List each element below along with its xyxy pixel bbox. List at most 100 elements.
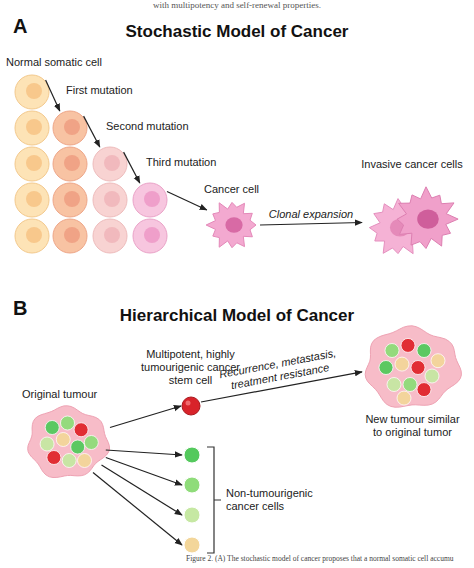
- arrow-connector: [167, 192, 207, 211]
- node-shape: [93, 147, 127, 181]
- mutated-cell: [133, 219, 167, 253]
- non-tumourigenic-cell: [184, 477, 200, 493]
- non-tumourigenic-cell: [184, 537, 200, 553]
- arrow-connector: [106, 450, 182, 455]
- cell-nucleus: [26, 83, 42, 99]
- cell-body: [93, 147, 127, 181]
- tumour-cell: [74, 423, 88, 437]
- cut-caption-text: with multipotency and self-renewal prope…: [0, 0, 474, 11]
- tumour-cell: [411, 361, 425, 375]
- node-text: New tumour similar to original tumor: [360, 413, 465, 439]
- cancer-cell-body: [397, 187, 458, 249]
- arrow-connector: [110, 406, 181, 428]
- node-text: Non-tumourigenic cancer cells: [226, 487, 326, 513]
- cell-nucleus: [64, 119, 80, 135]
- mutated-cell: [93, 219, 127, 253]
- node-text: First mutation: [66, 84, 133, 97]
- cancer-cell-node: Cancer cell: [204, 200, 260, 250]
- cancer-cell-body: [206, 202, 256, 247]
- non-tumourigenic-cell: [184, 447, 200, 463]
- cancer-cell-nucleus: [417, 210, 439, 229]
- panel-title: Stochastic Model of Cancer: [0, 22, 474, 42]
- tumour-cell: [45, 421, 59, 435]
- normal-cell: [15, 147, 49, 181]
- node-shape: [15, 75, 49, 109]
- arrow-connector: [84, 116, 100, 147]
- stem-cell: [182, 397, 200, 415]
- stem-cell-node: Multipotent, highly tumourigenic cancer …: [181, 396, 201, 416]
- node-shape: [53, 111, 87, 145]
- tumour-cell: [40, 437, 54, 451]
- cell-group-node: Non-tumourigenic cancer cells: [182, 445, 202, 555]
- arrow-connector: [46, 80, 60, 111]
- tumour-cell: [78, 454, 92, 468]
- tumour-cell: [425, 369, 439, 383]
- non-tumourigenic-cell: [184, 507, 200, 523]
- tumour-cell: [61, 416, 75, 430]
- invasive-cells-node: Invasive cancer cells: [362, 180, 462, 265]
- cell-body: [53, 111, 87, 145]
- cell-node: Third mutation: [133, 183, 167, 217]
- cell-highlight: [186, 401, 191, 406]
- arrow-connector: [93, 473, 182, 546]
- cell-body: [133, 183, 167, 217]
- node-shape: [133, 183, 167, 217]
- mutated-cell: [53, 219, 87, 253]
- edge-label: Clonal expansion: [251, 208, 371, 221]
- node-text: Normal somatic cell: [6, 56, 102, 69]
- node-text: Cancer cell: [204, 183, 259, 196]
- tumour-cell: [401, 338, 415, 352]
- cell-nucleus: [144, 191, 160, 207]
- cell-body: [15, 75, 49, 109]
- node-text: Invasive cancer cells: [352, 158, 472, 171]
- node-text: Second mutation: [106, 120, 189, 133]
- tumour-cell: [387, 378, 401, 392]
- node-shape: [182, 445, 202, 555]
- cell-node: Normal somatic cell: [15, 75, 49, 109]
- tumour-cell: [417, 344, 431, 358]
- tumour-cell: [431, 354, 445, 368]
- node-shape: [181, 396, 201, 416]
- tumour-cell: [379, 361, 393, 375]
- tumour-mass: [28, 406, 110, 478]
- node-shape: [362, 180, 462, 265]
- node-text: Third mutation: [146, 156, 216, 169]
- tumour-mass: [365, 326, 461, 407]
- tumour-cell: [417, 383, 431, 397]
- node-shape: [362, 325, 462, 410]
- tumour-node: New tumour similar to original tumor: [362, 325, 462, 410]
- normal-cell: [15, 183, 49, 217]
- arrow-connector: [106, 458, 182, 486]
- mutated-cell: [53, 183, 87, 217]
- arrow-connector: [102, 465, 183, 515]
- bracket: [207, 447, 221, 553]
- mutated-cell: [93, 183, 127, 217]
- node-text: Original tumour: [22, 388, 97, 401]
- tumour-cell: [385, 344, 399, 358]
- tumour-cell: [403, 378, 417, 392]
- panel-letter: B: [13, 296, 27, 320]
- tumour-cell: [397, 391, 411, 405]
- edge-label: Recurrence, metastasis, treatment resist…: [212, 345, 345, 394]
- node-shape: [25, 405, 110, 480]
- figure-caption: Figure 2. (A) The stochastic model of ca…: [186, 554, 453, 563]
- tumour-cell: [395, 357, 409, 371]
- arrow-connector: [260, 223, 362, 226]
- cell-node: Second mutation: [93, 147, 127, 181]
- tumour-cell: [62, 454, 76, 468]
- node-shape: [204, 200, 260, 250]
- cell-node: First mutation: [53, 111, 87, 145]
- normal-cell: [15, 111, 49, 145]
- tumour-cell: [84, 436, 98, 450]
- arrow-connector: [201, 372, 362, 402]
- cancer-cell-nucleus: [225, 217, 242, 232]
- tumour-node: Original tumour: [25, 405, 110, 480]
- tumour-cell: [47, 451, 61, 465]
- arrow-connector: [124, 152, 140, 183]
- tumour-cell: [56, 433, 70, 447]
- mutated-cell: [53, 147, 87, 181]
